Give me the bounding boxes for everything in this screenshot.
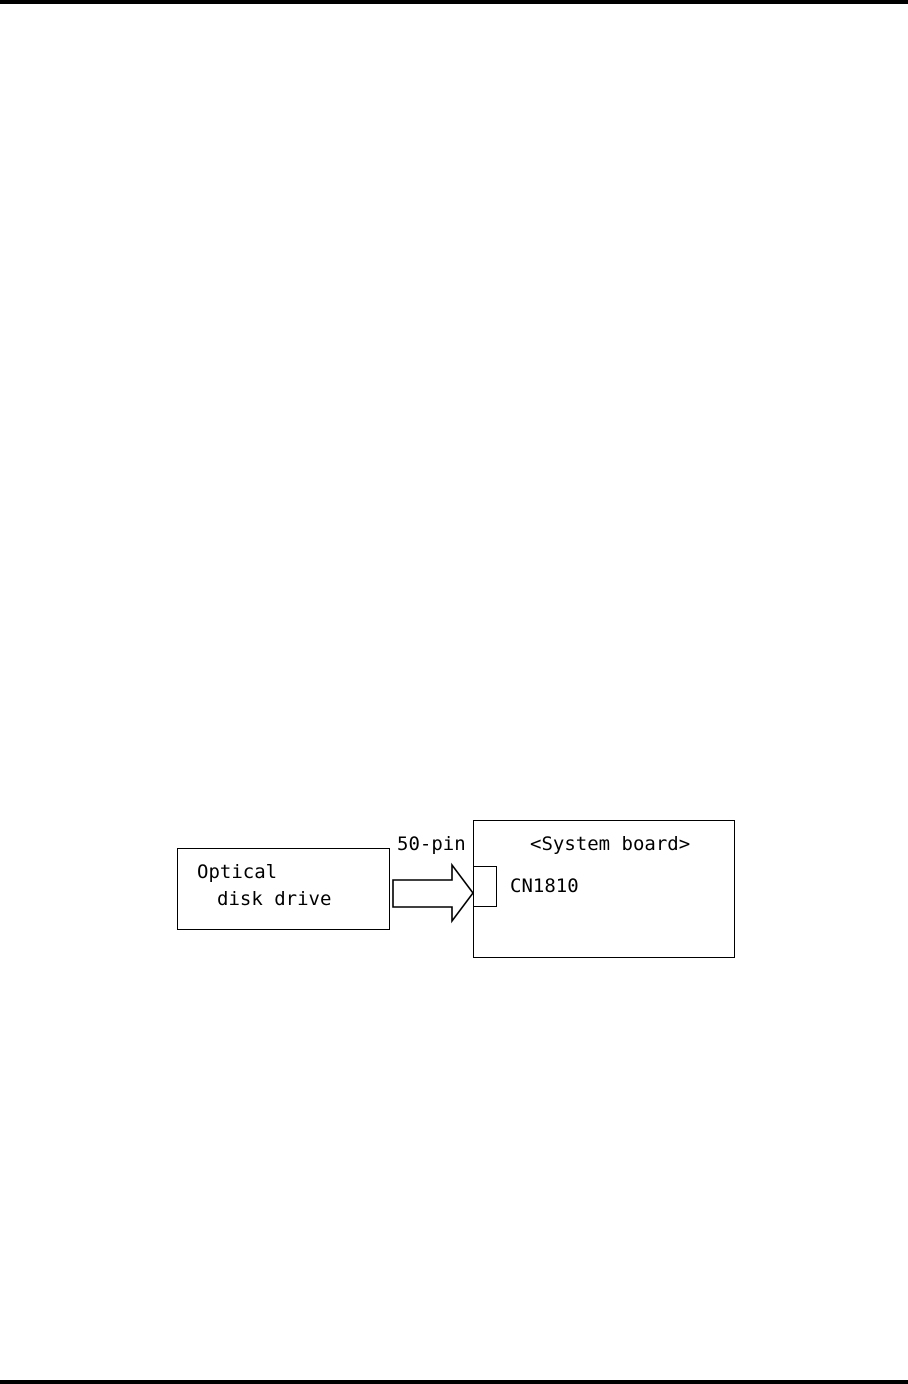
cable-pin-label: 50-pin bbox=[397, 833, 466, 855]
page-bottom-rule bbox=[0, 1380, 908, 1384]
connector-label: CN1810 bbox=[510, 875, 579, 897]
optical-drive-label-line1: Optical bbox=[197, 861, 277, 883]
system-board-title: <System board> bbox=[530, 833, 690, 855]
connector-socket bbox=[473, 866, 497, 907]
connection-arrow-icon bbox=[390, 862, 476, 924]
optical-drive-label-line2: disk drive bbox=[217, 888, 331, 910]
